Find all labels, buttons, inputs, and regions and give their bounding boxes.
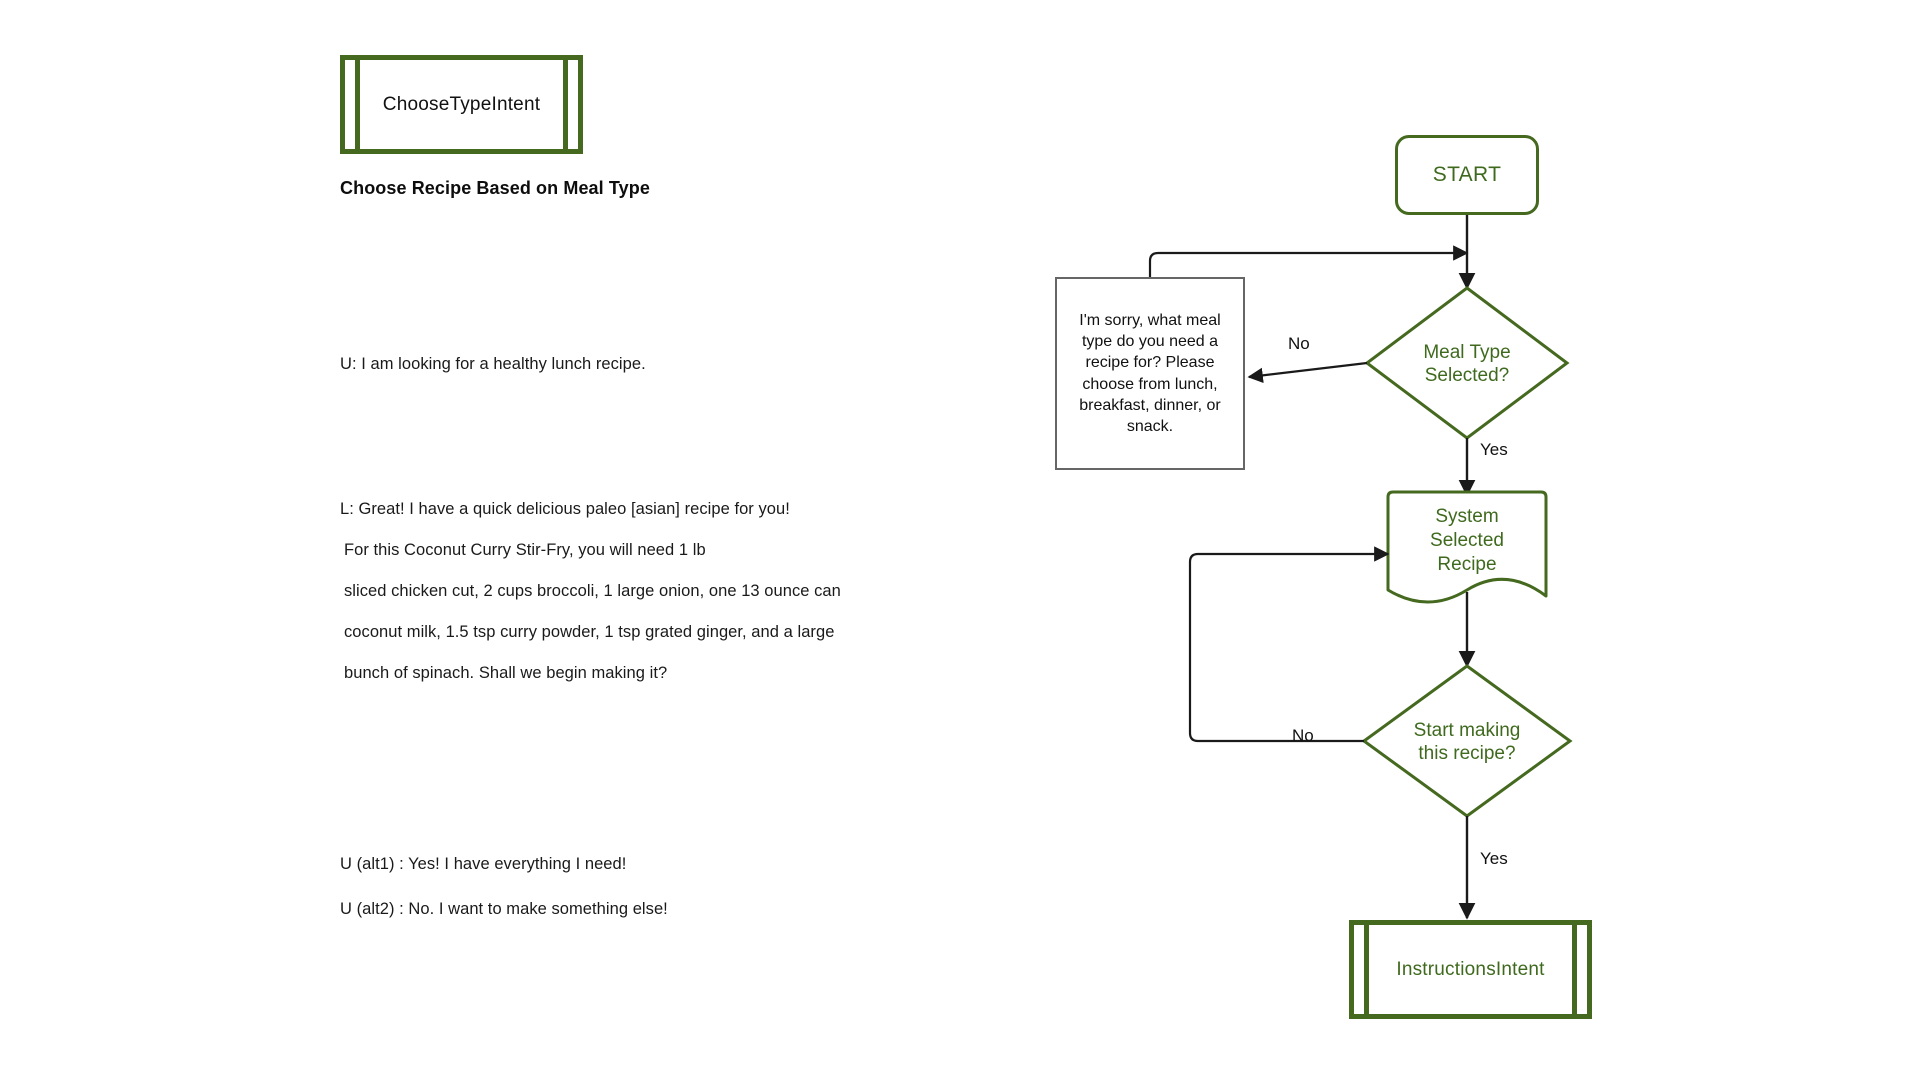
start-node[interactable]: START xyxy=(1395,135,1539,215)
edge-start-recipe-no-loop xyxy=(1188,546,1390,743)
transcript-user-alt1: U (alt1) : Yes! I have everything I need… xyxy=(340,855,627,873)
instructions-intent-node[interactable]: InstructionsIntent xyxy=(1349,920,1592,1019)
transcript-system-line-1: L: Great! I have a quick delicious paleo… xyxy=(340,500,790,518)
edge-label-meal-type-yes: Yes xyxy=(1480,440,1508,459)
predefined-process-left-bar xyxy=(355,60,360,149)
edge-label-start-recipe-no: No xyxy=(1292,726,1314,745)
system-selected-recipe-line3: Recipe xyxy=(1437,553,1497,575)
meal-type-decision-shape[interactable] xyxy=(1364,286,1570,440)
meal-type-decision-line1: Meal Type xyxy=(1423,341,1511,363)
transcript-system-line-3: sliced chicken cut, 2 cups broccoli, 1 l… xyxy=(344,582,841,600)
start-node-label: START xyxy=(1432,163,1502,186)
system-selected-recipe-label: System Selected Recipe xyxy=(1390,503,1544,579)
transcript-user-turn-1: U: I am looking for a healthy lunch reci… xyxy=(340,355,646,373)
instructions-intent-label: InstructionsIntent xyxy=(1396,958,1545,980)
edge-label-meal-type-no: No xyxy=(1288,334,1310,353)
edge-label-start-recipe-yes: Yes xyxy=(1480,849,1508,868)
choose-type-intent-node[interactable]: ChooseTypeIntent xyxy=(340,55,583,154)
predefined-process-right-bar xyxy=(1572,925,1577,1014)
transcript-system-line-4: coconut milk, 1.5 tsp curry powder, 1 ts… xyxy=(344,623,835,641)
predefined-process-right-bar xyxy=(563,60,568,149)
start-recipe-decision-label: Start making this recipe? xyxy=(1372,711,1562,773)
start-recipe-decision-line1: Start making xyxy=(1413,719,1521,741)
system-selected-recipe-line2: Selected xyxy=(1430,530,1504,552)
edge-prompt-back-to-start xyxy=(1148,245,1469,277)
predefined-process-left-bar xyxy=(1364,925,1369,1014)
start-recipe-decision-shape[interactable] xyxy=(1361,664,1573,818)
system-selected-recipe-line1: System xyxy=(1435,506,1499,528)
meal-type-decision-line2: Selected? xyxy=(1424,365,1510,386)
edge-meal-type-no xyxy=(1247,361,1368,384)
page-title: Choose Recipe Based on Meal Type xyxy=(340,178,650,198)
system-selected-recipe-shape[interactable] xyxy=(1386,490,1548,604)
start-recipe-decision-line2: this recipe? xyxy=(1418,743,1516,764)
prompt-note-node[interactable]: I'm sorry, what meal type do you need a … xyxy=(1055,277,1245,470)
prompt-note-label: I'm sorry, what meal type do you need a … xyxy=(1079,311,1221,436)
transcript-system-line-5: bunch of spinach. Shall we begin making … xyxy=(344,664,668,682)
transcript-user-alt2: U (alt2) : No. I want to make something … xyxy=(340,900,668,918)
choose-type-intent-label: ChooseTypeIntent xyxy=(382,93,541,115)
transcript-system-line-2: For this Coconut Curry Stir-Fry, you wil… xyxy=(344,541,706,559)
meal-type-decision-label: Meal Type Selected? xyxy=(1377,333,1557,395)
